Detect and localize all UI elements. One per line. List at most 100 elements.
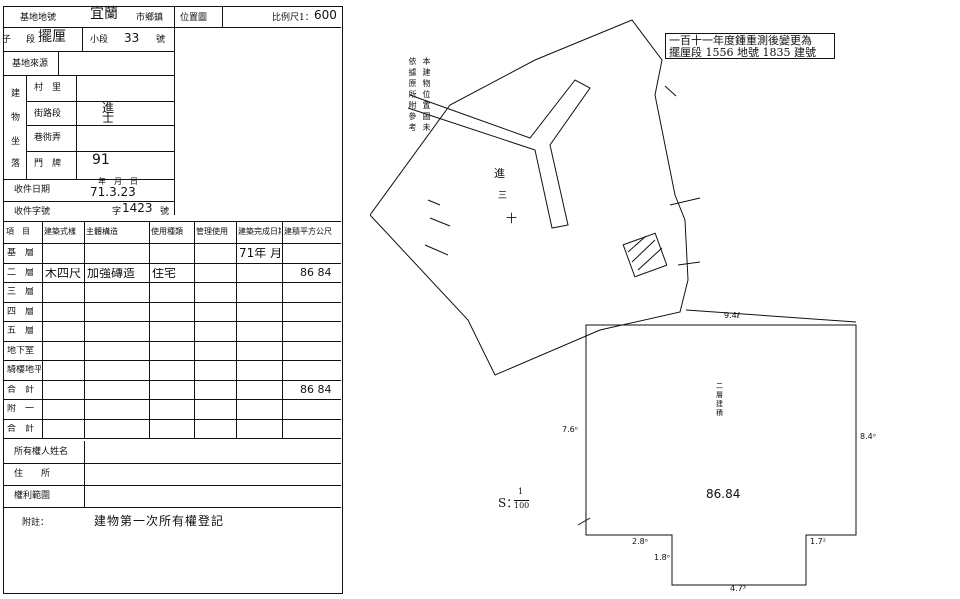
location-side-char: 坐 <box>11 137 21 147</box>
side-note-char: 本 <box>422 57 431 66</box>
table-rule <box>4 438 341 439</box>
side-note-char: 圖 <box>422 112 431 121</box>
rule <box>222 7 223 27</box>
lot-value: 33 <box>124 31 140 45</box>
road-char: 十 <box>506 212 517 225</box>
table-header: 建築完成日期 <box>238 227 281 236</box>
dim-bottom-left: 2.8ᵒ <box>632 537 649 546</box>
village-label: 村 里 <box>34 83 62 93</box>
side-note-char: 原 <box>408 79 417 88</box>
location-side-char: 建 <box>11 89 21 99</box>
lane-label: 巷衖弄 <box>34 133 62 143</box>
tick <box>427 199 441 206</box>
dim-bottom-right: 1.7² <box>810 537 826 546</box>
rights-scope-label: 權利範圍 <box>14 491 51 501</box>
table-rule <box>4 301 341 303</box>
owner-name-label: 所有權人姓名 <box>14 447 69 457</box>
source-label: 基地來源 <box>12 59 49 69</box>
table-cell-item: 四 層 <box>7 306 35 317</box>
table-cell-item: 附 一 <box>7 404 35 414</box>
rule <box>82 27 83 51</box>
table-header: 建築式樣 <box>44 227 76 236</box>
table-rule <box>149 221 150 438</box>
table-rule <box>4 243 341 244</box>
tick <box>577 517 591 526</box>
dim-right: 8.4ᵒ <box>860 432 877 441</box>
tick <box>429 217 451 227</box>
drawing-scale-label: S： <box>498 496 519 510</box>
dim-bottom: 4.7³ <box>730 584 746 593</box>
side-note-char: 建 <box>422 68 431 77</box>
tick <box>664 85 677 97</box>
side-note-char: 據 <box>408 68 417 77</box>
location-side-char: 物 <box>11 113 21 123</box>
rule <box>174 7 175 215</box>
receipt-number-value: 1423 <box>122 201 153 215</box>
table-rule <box>4 379 341 381</box>
rule <box>26 101 174 102</box>
township-label: 市鄉鎮 <box>136 13 164 23</box>
revision-note-line: 一百十一年度鍾重測後變更為 <box>669 34 812 47</box>
table-rule <box>4 321 341 322</box>
table-cell-item: 五 層 <box>7 326 35 336</box>
side-note-char: 考 <box>408 123 417 132</box>
revision-note: 一百十一年度鍾重測後變更為 擺厘段 1556 地號 1835 建號 <box>665 33 835 59</box>
door-number-value: 91 <box>92 152 110 168</box>
table-rule <box>4 282 341 283</box>
side-note-char: 依 <box>408 57 417 66</box>
table-rule <box>4 262 341 264</box>
location-map-label: 位置圖 <box>180 13 208 23</box>
side-note-char: 位 <box>422 90 431 99</box>
building-registration-form: 基地地號 宜蘭 市鄉鎮 位置圖 比例尺1： 600 子 段 擺厘 小段 33 號… <box>2 6 343 594</box>
table-header: 使用種類 <box>151 227 183 236</box>
side-note-char: 附 <box>408 101 417 110</box>
revision-note-line: 擺厘段 1556 地號 1835 建號 <box>669 46 816 59</box>
tick <box>685 309 857 323</box>
table-rule <box>194 221 195 438</box>
rule <box>4 75 174 76</box>
table-cell-item: 地下室 <box>7 345 35 356</box>
road-char: 三 <box>498 191 508 201</box>
rule <box>4 27 341 28</box>
small-section-label: 小段 <box>90 35 109 45</box>
street-value: 進士 <box>102 101 115 125</box>
building-label-char: 層 <box>716 391 723 399</box>
table-header: 主體構造 <box>86 227 118 236</box>
side-note-char: 置 <box>422 101 431 110</box>
table-cell-item: 三 層 <box>7 287 35 297</box>
lot-label: 號 <box>156 35 166 45</box>
scale-label: 比例尺1： <box>272 13 314 23</box>
section-value: 擺厘 <box>38 29 66 45</box>
survey-plan-svg <box>370 19 857 586</box>
rule <box>4 51 174 52</box>
table-rule <box>236 221 237 438</box>
side-note-char: 所 <box>408 90 417 99</box>
section-prefix: 子 <box>2 35 12 45</box>
table-cell-date: 71年 月 <box>239 248 281 258</box>
table-rule <box>4 360 341 361</box>
table-cell-area: 86 84 <box>300 267 332 278</box>
receipt-number-prefix: 字 <box>112 207 122 217</box>
table-header: 項 目 <box>6 227 30 236</box>
table-rule <box>282 221 283 438</box>
district-label: 基地地號 <box>20 13 57 23</box>
door-number-label: 門 牌 <box>34 159 62 169</box>
road-outline <box>407 79 591 229</box>
receipt-date-units: 年 月 日 <box>98 177 138 186</box>
tick <box>669 197 701 206</box>
hatched-structure <box>622 232 668 278</box>
table-rule <box>42 221 43 438</box>
dim-top: 9.4ℓ <box>724 311 741 320</box>
receipt-date-label: 收件日期 <box>14 185 51 195</box>
table-cell-item: 合 計 <box>7 384 35 395</box>
rule <box>4 179 174 180</box>
building-label-char: 建 <box>716 400 723 408</box>
remark-value: 建物第一次所有權登記 <box>94 514 225 528</box>
rule <box>26 75 27 179</box>
table-rule <box>4 418 341 420</box>
rule <box>4 485 341 486</box>
table-rule <box>4 340 341 342</box>
table-header: 建積平方公尺 <box>284 227 332 236</box>
table-cell-item: 二 層 <box>7 267 35 278</box>
table-cell-item: 基 層 <box>7 248 35 258</box>
